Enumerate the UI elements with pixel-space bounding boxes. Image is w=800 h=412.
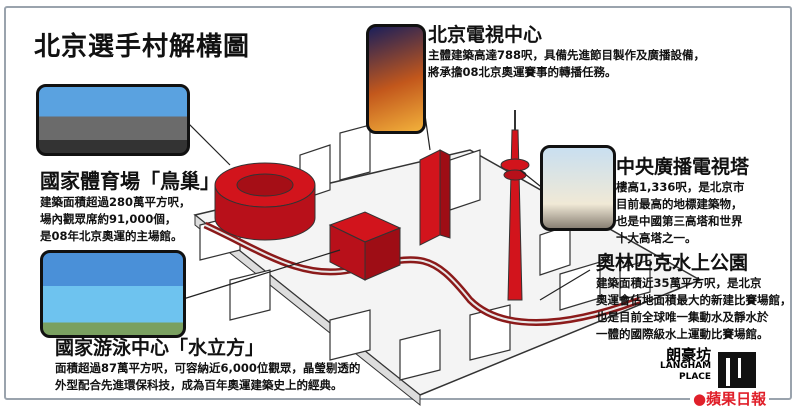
water-cube-photo — [40, 250, 186, 338]
tv-center-heading: 北京電視中心 — [428, 24, 543, 46]
tv-center-model — [419, 149, 441, 246]
white-block — [449, 149, 481, 211]
water-park-text: 奧運會佔地面積最大的新建比賽場館， — [596, 293, 792, 307]
white-block — [229, 269, 271, 321]
tv-center-text: 主體建築高達788呎，具備先進節目製作及廣播設備， — [428, 48, 706, 62]
langham-en: PLACE — [679, 372, 712, 382]
tv-center-text: 將承擔08北京奧運賽事的轉播任務。 — [428, 65, 617, 79]
page-title: 北京選手村解構圖 — [34, 32, 251, 62]
birds-nest-photo — [36, 84, 190, 156]
tv-tower-photo — [540, 145, 616, 231]
tv-tower-text: 十大高塔之一。 — [616, 231, 697, 245]
tv-tower-text: 也是中國第三高塔和世界 — [616, 214, 743, 228]
white-block — [619, 259, 651, 301]
apple-daily-text: 蘋果日報 — [706, 390, 767, 408]
apple-daily-logo: ●蘋果日報 — [690, 388, 770, 409]
tv-tower-text: 目前最高的地標建築物， — [616, 197, 743, 211]
white-block — [559, 261, 601, 311]
pointer-line — [179, 249, 341, 301]
pointer-line — [539, 269, 591, 301]
white-block — [329, 309, 371, 361]
tv-tower-callout: 中央廣播電視塔 樓高1,336呎，是北京市 目前最高的地標建築物， 也是中國第三… — [616, 152, 749, 247]
aquatics-text: 外型配合先進環保科技，成為百年奧運建築史上的經典。 — [55, 378, 343, 392]
langham-mark-icon — [718, 352, 756, 390]
stadium-callout: 國家體育場「鳥巢」 建築面積超過280萬平方呎， 場內觀眾席約91,000個， … — [40, 165, 220, 245]
stadium-text: 是08年北京奧運的主場館。 — [40, 229, 183, 243]
stadium-heading: 國家體育場「鳥巢」 — [40, 169, 220, 193]
water-park-text: 一體的國際級水上運動比賽場館。 — [596, 327, 769, 341]
aquatics-text: 面積超過87萬平方呎，可容納近6,000位觀眾，晶瑩剔透的 — [55, 361, 361, 375]
aquatics-callout: 國家游泳中心「水立方」 面積超過87萬平方呎，可容納近6,000位觀眾，晶瑩剔透… — [55, 333, 360, 394]
water-park-text: 建築面積近35萬平方呎，是北京 — [596, 276, 762, 290]
apple-icon: ● — [693, 390, 707, 408]
white-block — [399, 329, 441, 381]
tv-tower-model — [507, 129, 523, 301]
tv-center-callout: 北京電視中心 主體建築高達788呎，具備先進節目製作及廣播設備， 將承擔08北京… — [428, 20, 705, 81]
tv-tower-heading: 中央廣播電視塔 — [616, 156, 750, 178]
pointer-line — [184, 119, 231, 166]
langham-cn: 朗豪坊 — [666, 346, 712, 364]
tv-center-photo — [366, 24, 426, 134]
langham-en: LANGHAM — [660, 361, 712, 371]
water-park-text: 也是目前全球唯一集動水及靜水於 — [596, 310, 769, 324]
white-block — [339, 124, 371, 181]
water-park-heading: 奧林匹克水上公園 — [596, 252, 749, 274]
stadium-text: 建築面積超過280萬平方呎， — [40, 195, 191, 209]
stadium-model-side — [214, 184, 316, 241]
stadium-text: 場內觀眾席約91,000個， — [40, 212, 177, 226]
water-park-callout: 奧林匹克水上公園 建築面積近35萬平方呎，是北京 奧運會佔地面積最大的新建比賽場… — [596, 248, 792, 343]
langham-place-logo: 朗豪坊 LANGHAM PLACE — [660, 346, 712, 383]
aquatics-heading: 國家游泳中心「水立方」 — [55, 337, 265, 359]
tv-tower-text: 樓高1,336呎，是北京市 — [616, 180, 745, 194]
